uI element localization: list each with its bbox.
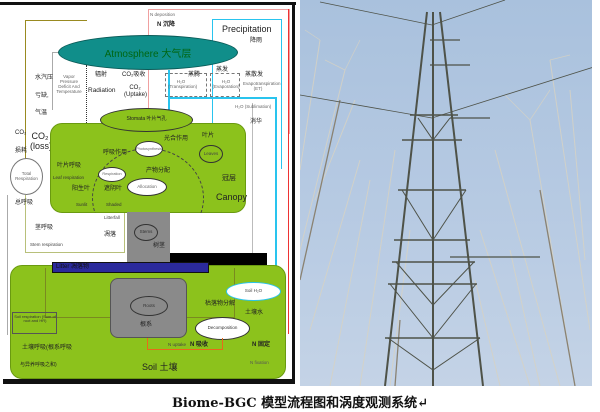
respiration-flow-line (25, 20, 87, 21)
leaves-node: Leaves (199, 145, 223, 163)
soil-respiration-label: Soil respiration (Sum of root and HR) (14, 314, 56, 324)
nitrogen-flow-line (148, 9, 290, 134)
soil-h2o-node: Soil H₂O (226, 282, 281, 301)
vapor-cn-label-3: 气温 (35, 110, 48, 116)
litter-bar: Litter 凋落物 (52, 262, 209, 273)
leaf-respiration-label: Leaf respiration (53, 175, 85, 180)
figure-caption: Biome-BGC 模型流程图和涡度观测系统↵ (171, 396, 429, 411)
roots-cn-label: 根系 (140, 322, 153, 328)
stomata-label: Stomata 叶片气孔 (126, 116, 167, 123)
total-respiration-cn-label: 总呼吸 (15, 200, 34, 206)
evaporation-cn-label: 蒸发 (216, 67, 229, 73)
photosynthesis-cn-label: 光合作用 (164, 136, 189, 142)
soil-respiration-cn-label: 土壤呼吸(根系呼吸 (22, 345, 72, 351)
frame-bottom (3, 379, 295, 384)
stems-label: Stems (139, 229, 153, 235)
precipitation-label: Precipitation (222, 24, 272, 34)
water-flow-line (212, 19, 282, 169)
canopy-label: Canopy (216, 192, 248, 202)
shaded-cn-label: 遮阴叶 (104, 186, 123, 192)
sunlit-label: Sunlit (76, 202, 88, 207)
n-deposition-cn-label: N 沉降 (157, 22, 176, 28)
leaf-respiration-cn-label: 叶片呼吸 (57, 163, 82, 169)
respiration-node: Respiration (98, 167, 126, 182)
frame-top (0, 2, 296, 5)
soil-h2o-label: Soil H₂O (244, 288, 263, 294)
atmosphere-label: Atmosphere 大气层 (104, 49, 192, 60)
radiation-label: Radiation (88, 87, 116, 94)
roots-label: Roots (143, 302, 155, 308)
trees-trunks (300, 99, 576, 386)
stem-respiration-label: Stem respiration (30, 242, 63, 247)
roots-node: Roots (130, 296, 168, 316)
atmosphere-node: Atmosphere 大气层 (58, 35, 238, 70)
n-fixation-cn-label: N 固定 (252, 342, 271, 348)
total-respiration-label: Total Respiration (15, 170, 38, 181)
et-label: Evapotranspiration (ET) (243, 81, 281, 91)
vapor-cn-label-2: 亏缺, (35, 93, 49, 99)
respiration-cn-label: 呼吸作用 (103, 150, 128, 156)
respiration-label: Respiration (102, 172, 122, 177)
sublimation-label: H₂O (Sublimation) (235, 104, 272, 109)
decomposition-cn-label: 枯落物分解 (205, 301, 236, 307)
precipitation-cn-label: 降雨 (250, 38, 263, 44)
stomata-node: Stomata 叶片气孔 (100, 108, 193, 132)
litterfall-cn-label: 凋落 (104, 232, 117, 238)
allocation-node: Allocation (127, 178, 167, 196)
tower (300, 0, 592, 386)
soil-respiration-box: Soil respiration (Sum of root and HR) (12, 312, 57, 334)
transpiration-cn-label: 蒸腾 (188, 72, 201, 78)
eddy-covariance-tower-photo (300, 0, 592, 386)
canopy-cn-label: 冠层 (222, 175, 236, 182)
co2-uptake-label: CO₂ (Uptake) (124, 85, 148, 98)
litterfall-label: Litterfall (104, 215, 120, 220)
allocation-label: Allocation (137, 183, 157, 189)
photosynthesis-label: Photosynthesis (136, 146, 162, 151)
soil-water-cn-label: 土壤水 (245, 310, 264, 316)
co2-loss-cn-label-2: 损耗 (15, 148, 28, 154)
litter-label: Litter 凋落物 (56, 264, 90, 270)
et-cn-label: 蒸散发 (245, 72, 264, 78)
stem-respiration-cn-label: 茎呼吸 (35, 225, 54, 231)
evaporation-label: H₂O (Evaporation) (212, 79, 240, 89)
shaded-label: Shaded (106, 202, 122, 207)
n-fixation-label: N fixation (250, 360, 269, 365)
n-deposition-label: N deposition (150, 12, 176, 17)
transpiration-label: H₂O (Transpiration) (168, 79, 198, 89)
biome-bgc-flowchart: Atmosphere 大气层 N deposition N 沉降 Precipi… (0, 0, 300, 388)
co2-uptake-cn-label: CO₂吸收 (122, 72, 146, 78)
co2-loss-cn-label-1: CO₂ (15, 130, 27, 136)
total-respiration-node: Total Respiration (10, 158, 43, 195)
frame-right (292, 2, 295, 384)
sublimation-cn-label: 消华 (250, 119, 263, 125)
water-vapor-box (165, 73, 207, 97)
co2-loss-label: CO₂ (loss) (30, 131, 52, 151)
vapor-label: Vapor Pressure Deficit And Temperature (56, 74, 82, 94)
sunlit-cn-label: 阳生叶 (72, 186, 91, 192)
soil-respiration-cn-label-2: 与异养呼吸之和) (20, 362, 57, 368)
photosynthesis-node: Photosynthesis (135, 141, 163, 157)
tower-photo-drawing (300, 0, 592, 386)
trees (300, 29, 591, 386)
leaves-label: Leaves (203, 150, 219, 156)
leaves-cn-label: 叶片 (202, 133, 215, 139)
decomposition-node: Decomposition (195, 317, 250, 340)
n-uptake-cn-label: N 吸收 (190, 342, 209, 348)
allocation-cn-label: 产物分配 (146, 168, 171, 174)
stems-cn-label: 树茎 (153, 243, 166, 249)
radiation-cn-label: 辐射 (95, 72, 108, 78)
stems-node: Stems (134, 224, 158, 241)
n-uptake-label: N uptake (168, 342, 187, 347)
soil-label: Soil 土壤 (142, 362, 178, 372)
vapor-cn-label-1: 水汽压 (35, 75, 54, 81)
decomposition-label: Decomposition (207, 325, 238, 331)
